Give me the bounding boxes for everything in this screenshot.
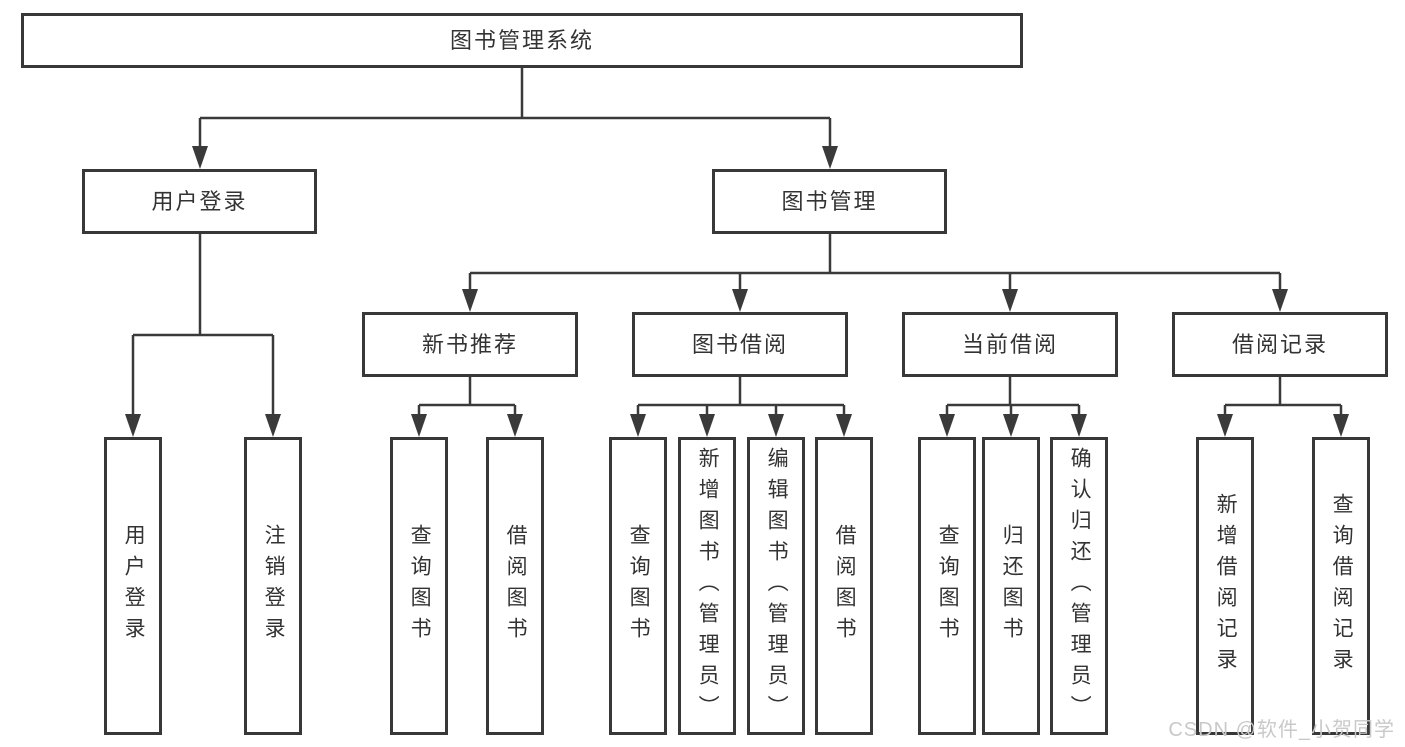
node-root-label: 图书管理系统 — [449, 27, 594, 53]
leaf-confirm-return-admin: 确认归还（管理员） — [1050, 437, 1108, 735]
leaf-add-books-admin: 新增图书（管理员） — [678, 437, 736, 735]
leaf-query-books-3: 查询图书 — [918, 437, 976, 735]
leaf-query-books-1: 查询图书 — [390, 437, 448, 735]
leaf-query-borrow-record: 查询借阅记录 — [1312, 437, 1370, 735]
leaf-borrow-books-1: 借阅图书 — [486, 437, 544, 735]
connector-newbookrec-to-leaves — [417, 377, 517, 418]
connector-bookborrow-to-leaves — [636, 377, 846, 418]
node-new-book-recommend: 新书推荐 — [362, 312, 578, 377]
connector-currentborrow-to-leaves — [945, 377, 1081, 418]
leaf-logout: 注销登录 — [244, 437, 302, 735]
node-borrow-records: 借阅记录 — [1172, 312, 1388, 377]
node-book-borrow-label: 图书借阅 — [691, 331, 788, 357]
node-book-management: 图书管理 — [712, 169, 947, 234]
node-user-login: 用户登录 — [82, 169, 317, 234]
leaf-query-books-2: 查询图书 — [609, 437, 667, 735]
csdn-watermark: CSDN @软件_小贺同学 — [1168, 719, 1395, 741]
leaf-add-borrow-record: 新增借阅记录 — [1196, 437, 1254, 735]
node-book-management-label: 图书管理 — [781, 188, 878, 214]
leaf-user-login: 用户登录 — [104, 437, 162, 735]
node-root: 图书管理系统 — [21, 13, 1023, 68]
connector-bookmgmt-to-level3 — [468, 234, 1282, 293]
node-borrow-records-label: 借阅记录 — [1231, 331, 1328, 357]
leaf-edit-books-admin: 编辑图书（管理员） — [747, 437, 805, 735]
node-new-book-recommend-label: 新书推荐 — [421, 331, 518, 357]
connector-userlogin-to-leaves — [131, 234, 275, 418]
connector-borrowrecords-to-leaves — [1223, 377, 1343, 418]
node-current-borrow-label: 当前借阅 — [961, 331, 1058, 357]
leaf-borrow-books-2: 借阅图书 — [815, 437, 873, 735]
leaf-return-books: 归还图书 — [982, 437, 1040, 735]
node-current-borrow: 当前借阅 — [902, 312, 1118, 377]
connector-root-to-level2 — [198, 68, 832, 152]
arrowheads — [125, 146, 1349, 437]
node-user-login-label: 用户登录 — [151, 188, 248, 214]
node-book-borrow: 图书借阅 — [632, 312, 848, 377]
